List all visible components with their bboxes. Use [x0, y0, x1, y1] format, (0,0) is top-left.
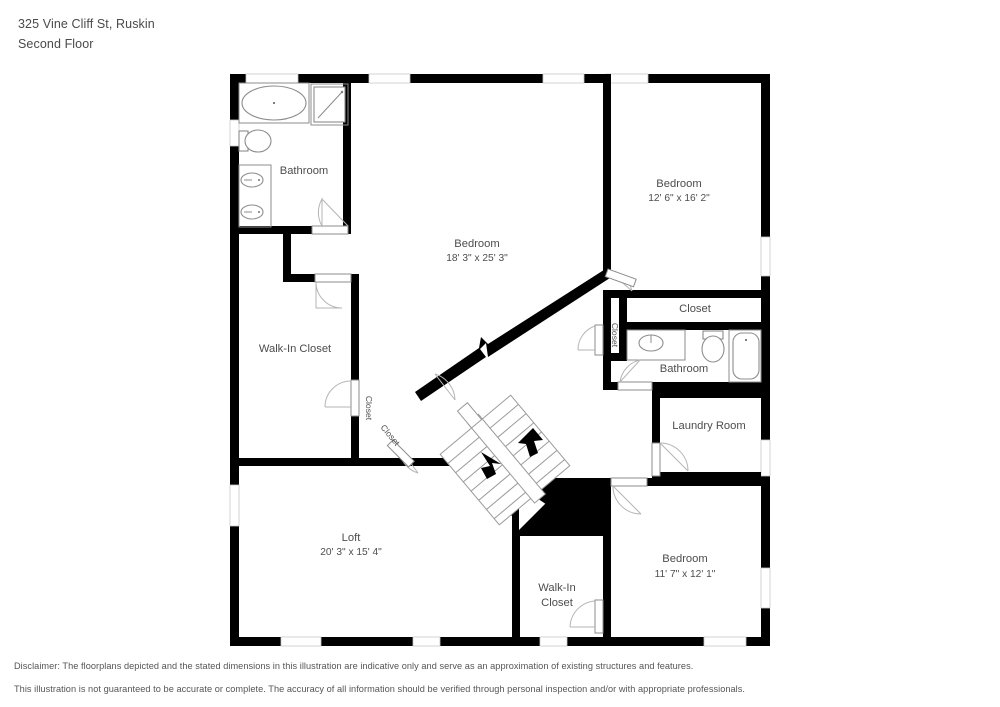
toilet-bowl-right: [701, 335, 725, 363]
door-walk-in-closet-top: [314, 273, 352, 309]
label-walk-in-closet-left: Walk-In Closet: [259, 343, 332, 355]
down-arrow: [481, 452, 501, 479]
window-top-2: [368, 73, 411, 84]
bathtub-surround: [238, 82, 310, 124]
label-loft: Loft: [342, 532, 362, 544]
label-bedroom-bottom-right: Bedroom: [662, 553, 707, 565]
doors: [311, 197, 689, 634]
bathtub-drain: [273, 102, 275, 104]
plan-header: 325 Vine Cliff St, Ruskin Second Floor: [18, 14, 518, 54]
door-bedroom-diagonal-upper: [604, 268, 637, 292]
label-bedroom-top-right: Bedroom: [656, 178, 701, 190]
door-bathroom-right: [617, 359, 653, 391]
right-bathroom-fixtures: [626, 329, 762, 383]
window-bottom-2: [412, 636, 441, 647]
door-laundry-room: [651, 442, 689, 477]
dim-bedroom-top-right: 12' 6" x 16' 2": [648, 193, 710, 204]
up-arrow: [518, 428, 543, 457]
label-master-bathroom: Bathroom: [280, 165, 329, 177]
bathtub-rect-right: [732, 332, 760, 380]
label-walk-in-closet-center-2: Closet: [541, 597, 574, 609]
shower-stall-outer: [310, 83, 349, 126]
dim-master-bedroom: 18' 3" x 25' 3": [446, 253, 508, 264]
label-closet-right-long: Closet: [679, 303, 712, 315]
room-labels: Bathroom Bedroom 18' 3" x 25' 3" Bedroom…: [259, 165, 746, 609]
window-top-1: [245, 73, 299, 84]
label-walk-in-closet-center-1: Walk-In: [538, 582, 576, 594]
exterior-walls: [230, 74, 770, 646]
property-address: 325 Vine Cliff St, Ruskin: [18, 17, 155, 31]
label-closet-a: Closet: [364, 396, 374, 421]
window-openings: [229, 73, 771, 647]
door-closet-a: [324, 379, 360, 417]
master-bathroom-fixtures: [238, 82, 349, 228]
window-right-1: [760, 236, 771, 277]
window-right-3: [760, 567, 771, 609]
dim-loft: 20' 3" x 15' 4": [320, 547, 382, 558]
label-laundry-room: Laundry Room: [672, 420, 745, 432]
vanity-counter-right: [626, 329, 686, 361]
door-closet-b: [386, 439, 419, 474]
vanity-counter: [238, 164, 272, 228]
window-bottom-4: [703, 636, 747, 647]
label-bathroom-right: Bathroom: [660, 363, 709, 375]
window-bottom-1: [280, 636, 322, 647]
shower-head: [340, 90, 344, 94]
disclaimer-line-1: Disclaimer: The floorplans depicted and …: [14, 661, 694, 671]
door-walk-in-closet-center: [569, 599, 604, 634]
door-master-bathroom: [311, 197, 349, 235]
dim-bedroom-bottom-right: 11' 7" x 12' 1": [655, 569, 716, 580]
window-top-4: [605, 73, 649, 84]
door-loft-diagonal: [434, 373, 456, 401]
window-top-3: [542, 73, 585, 84]
shower-diagonal: [317, 91, 343, 119]
window-left-2: [229, 484, 240, 527]
label-master-bedroom: Bedroom: [454, 238, 499, 250]
disclaimer-line-2: This illustration is not guaranteed to b…: [14, 684, 746, 694]
label-closet-right-small: Closet: [610, 323, 620, 348]
window-left-1: [229, 119, 240, 147]
disclaimer: Disclaimer: The floorplans depicted and …: [14, 660, 974, 706]
bathtub-surround-right: [728, 329, 762, 383]
window-bottom-3: [539, 636, 568, 647]
door-closet-right-small: [577, 324, 604, 356]
diagonal-wall: [415, 268, 613, 401]
window-right-2: [760, 439, 771, 477]
staircase: [439, 394, 571, 526]
floor-label: Second Floor: [18, 37, 94, 51]
door-bedroom-bottom-right: [610, 477, 648, 515]
toilet-bowl: [244, 129, 272, 153]
